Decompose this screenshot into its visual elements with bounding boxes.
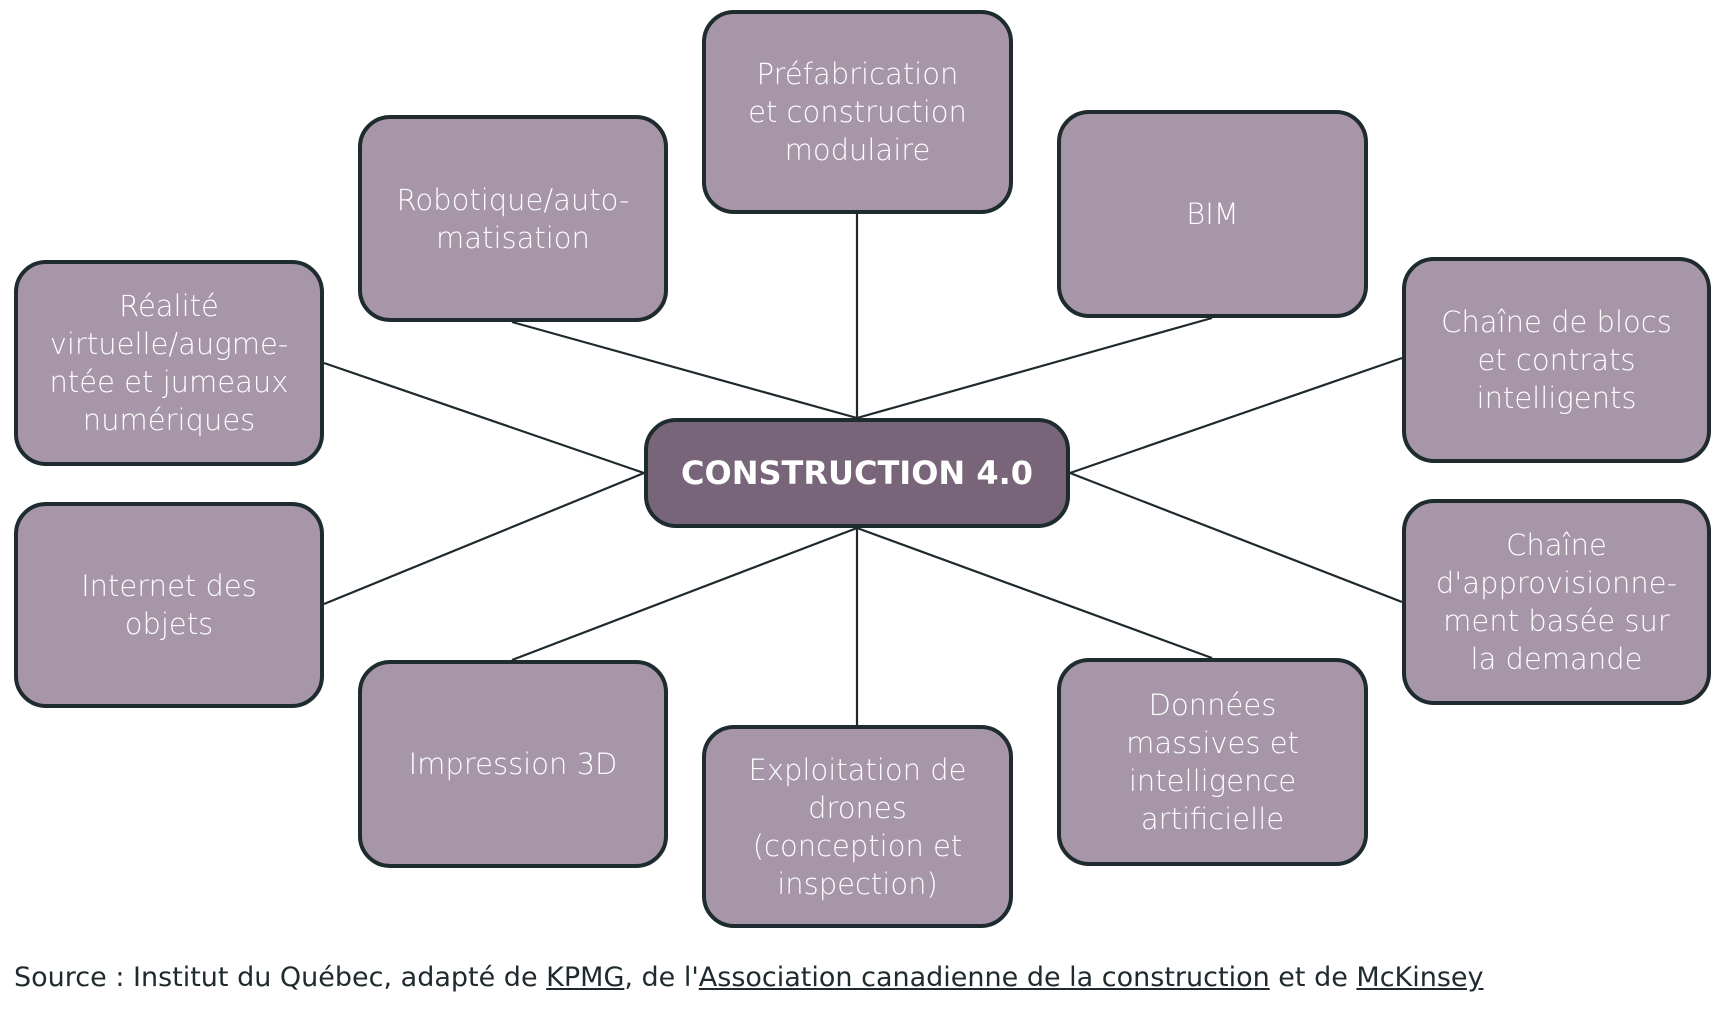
- node-chaine-approvisionnement: Chaîne d'approvisionne- ment basée sur l…: [1402, 499, 1711, 705]
- node-internet-objets: Internet des objets: [14, 502, 324, 708]
- node-realite: Réalité virtuelle/augme- ntée et jumeaux…: [14, 260, 324, 466]
- connector-chaine-blocs: [1069, 356, 1403, 475]
- node-bim-label: BIM: [1186, 197, 1239, 231]
- connector-donnees: [856, 526, 1213, 660]
- source-prefix: Source : Institut du Québec, adapté de: [14, 962, 547, 993]
- center-node-label: CONSTRUCTION 4.0: [681, 454, 1033, 492]
- source-link-mckinsey[interactable]: McKinsey: [1356, 962, 1484, 993]
- node-donnees-label: Données massives et intelligence artific…: [1126, 688, 1299, 836]
- node-prefabrication: Préfabrication et construction modulaire: [702, 10, 1013, 214]
- source-link-acc[interactable]: Association canadienne de la constructio…: [698, 962, 1270, 993]
- connector-bim: [856, 316, 1213, 420]
- node-bim: BIM: [1057, 110, 1368, 318]
- connector-impression-3d: [511, 526, 858, 662]
- node-robotique: Robotique/auto- matisation: [358, 115, 668, 322]
- node-realite-label: Réalité virtuelle/augme- ntée et jumeaux…: [49, 289, 289, 437]
- connector-internet-objets: [323, 471, 645, 606]
- center-node: CONSTRUCTION 4.0: [644, 418, 1070, 528]
- node-prefabrication-label: Préfabrication et construction modulaire: [748, 57, 967, 167]
- node-chaine-blocs-label: Chaîne de blocs et contrats intelligents: [1441, 305, 1672, 415]
- connector-realite: [323, 361, 645, 475]
- node-impression-3d-label: Impression 3D: [408, 747, 618, 781]
- source-caption: Source : Institut du Québec, adapté de K…: [14, 962, 1484, 993]
- node-drones: Exploitation de drones (conception et in…: [702, 725, 1013, 928]
- source-mid-2: et de: [1269, 962, 1357, 993]
- node-internet-objets-label: Internet des objets: [81, 569, 257, 641]
- node-impression-3d: Impression 3D: [358, 660, 668, 868]
- connector-chaine-approvisionnement: [1069, 471, 1403, 604]
- node-robotique-label: Robotique/auto- matisation: [396, 182, 630, 255]
- source-link-kpmg[interactable]: KPMG: [546, 962, 625, 993]
- source-mid-1: , de l': [624, 962, 699, 993]
- node-chaine-approvisionnement-label: Chaîne d'approvisionne- ment basée sur l…: [1435, 528, 1678, 676]
- node-donnees: Données massives et intelligence artific…: [1057, 658, 1368, 866]
- connector-robotique: [511, 320, 858, 420]
- node-chaine-blocs: Chaîne de blocs et contrats intelligents: [1402, 257, 1711, 463]
- node-drones-label: Exploitation de drones (conception et in…: [748, 752, 967, 901]
